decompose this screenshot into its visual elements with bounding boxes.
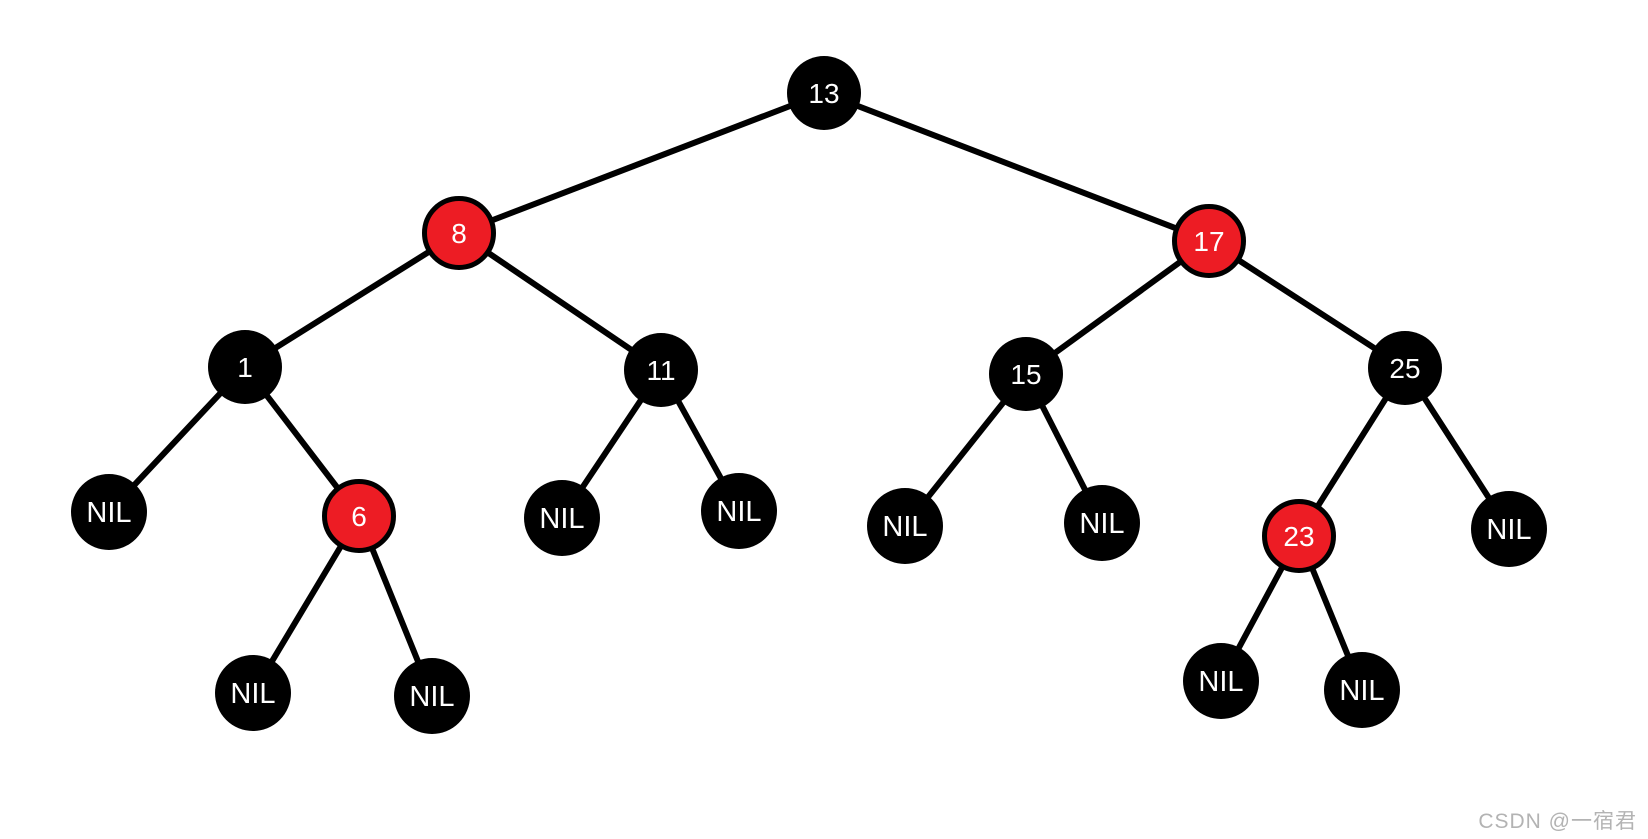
black-node-circle — [867, 488, 943, 564]
tree-nil-node: NIL — [1324, 652, 1400, 728]
tree-nil-node: NIL — [215, 655, 291, 731]
tree-node-13: 13 — [787, 56, 861, 130]
black-node-circle — [1324, 652, 1400, 728]
tree-edge-n8-n11 — [457, 230, 663, 373]
tree-node-25: 25 — [1368, 331, 1442, 405]
tree-nil-node: NIL — [1183, 643, 1259, 719]
csdn-watermark: CSDN @一宿君 — [1478, 810, 1637, 833]
tree-node-1: 1 — [208, 330, 282, 404]
tree-nil-node: NIL — [1064, 485, 1140, 561]
tree-node-17: 17 — [1172, 204, 1246, 278]
red-node-circle — [422, 196, 496, 270]
tree-edge-n13-n17 — [822, 90, 1211, 244]
tree-node-8: 8 — [422, 196, 496, 270]
tree-nil-node: NIL — [701, 473, 777, 549]
black-node-circle — [1368, 331, 1442, 405]
red-node-circle — [322, 479, 396, 553]
black-node-circle — [208, 330, 282, 404]
tree-nil-node: NIL — [71, 474, 147, 550]
black-node-circle — [394, 658, 470, 734]
black-node-circle — [215, 655, 291, 731]
tree-node-11: 11 — [624, 333, 698, 407]
tree-node-6: 6 — [322, 479, 396, 553]
tree-edge-n13-n8 — [457, 90, 826, 236]
black-node-circle — [989, 337, 1063, 411]
black-node-circle — [624, 333, 698, 407]
red-node-circle — [1172, 204, 1246, 278]
black-node-circle — [1471, 491, 1547, 567]
tree-nil-node: NIL — [524, 480, 600, 556]
black-node-circle — [787, 56, 861, 130]
red-node-circle — [1262, 499, 1336, 573]
tree-edge-n17-n15 — [1024, 238, 1211, 377]
tree-nil-node: NIL — [867, 488, 943, 564]
black-node-circle — [1064, 485, 1140, 561]
black-node-circle — [524, 480, 600, 556]
black-node-circle — [701, 473, 777, 549]
tree-edge-n8-n1 — [243, 230, 461, 370]
tree-nil-node: NIL — [1471, 491, 1547, 567]
tree-nil-node: NIL — [394, 658, 470, 734]
tree-edge-n17-n25 — [1207, 238, 1407, 371]
tree-node-15: 15 — [989, 337, 1063, 411]
black-node-circle — [1183, 643, 1259, 719]
black-node-circle — [71, 474, 147, 550]
tree-node-23: 23 — [1262, 499, 1336, 573]
